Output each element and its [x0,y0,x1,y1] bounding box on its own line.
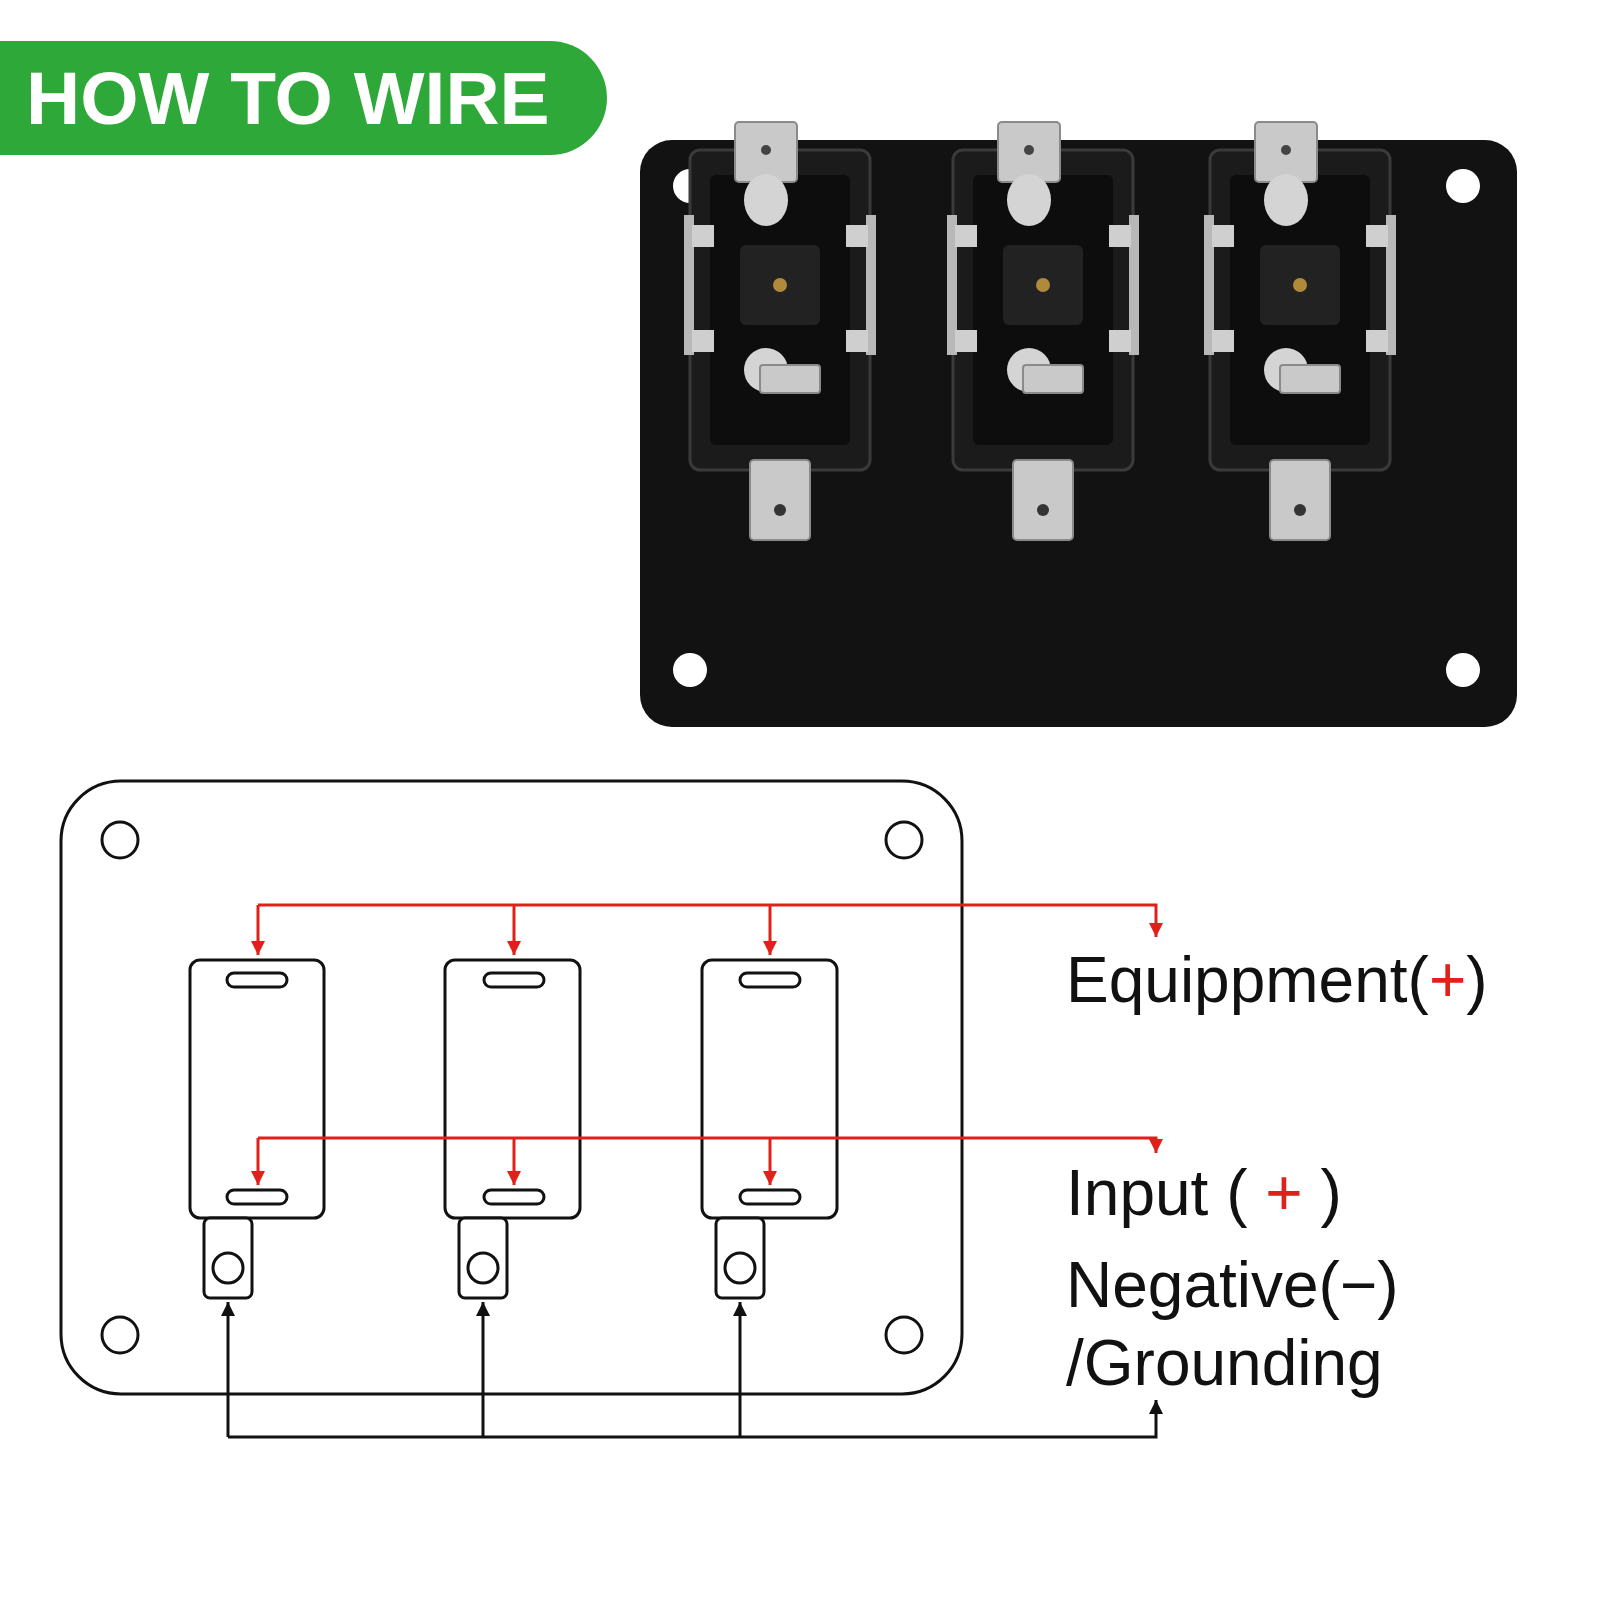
equipment-wire [513,905,516,955]
mount-hole [886,1317,922,1353]
input-wire [258,1138,1156,1153]
input-wire [513,1138,516,1185]
mount-hole [1446,169,1480,203]
terminal-slot [740,1190,800,1204]
switch-photo [684,122,876,540]
title-text: HOW TO WIRE [26,41,550,155]
terminal-slot [227,973,287,987]
equipment-wire [769,905,772,955]
ground-tab [459,1218,507,1298]
input-label: Input ( + ) [1066,1156,1586,1230]
ground-wire [739,1302,742,1437]
plus-sign: + [1265,1157,1302,1229]
terminal-slot [227,1190,287,1204]
panel-outline [61,781,962,1394]
mount-hole [102,822,138,858]
switch-photo [947,122,1139,540]
ground-tab [204,1218,252,1298]
equipment-wire [257,905,260,955]
plus-sign: + [1429,944,1466,1016]
ground-wire [482,1302,485,1437]
tab-hole [468,1253,498,1283]
input-wire [769,1138,772,1185]
tab-hole [213,1253,243,1283]
switch-photo [1204,122,1396,540]
title-banner: HOW TO WIRE [0,41,607,155]
terminal-slot [740,973,800,987]
equipment-wire [258,905,1156,937]
mount-hole [102,1317,138,1353]
input-wire [257,1138,260,1185]
ground-tab [716,1218,764,1298]
tab-hole [725,1253,755,1283]
mount-hole [673,653,707,687]
mount-hole [886,822,922,858]
equipment-label: Equippment(+) [1066,943,1586,1017]
ground-wire [227,1302,230,1437]
switch-outline [702,960,837,1218]
mount-hole [1446,653,1480,687]
switch-outline [190,960,324,1218]
switch-outline [445,960,580,1218]
terminal-slot [484,1190,544,1204]
ground-wire [228,1400,1156,1437]
terminal-slot [484,973,544,987]
ground-label: Negative(−) /Grounding [1066,1246,1446,1402]
